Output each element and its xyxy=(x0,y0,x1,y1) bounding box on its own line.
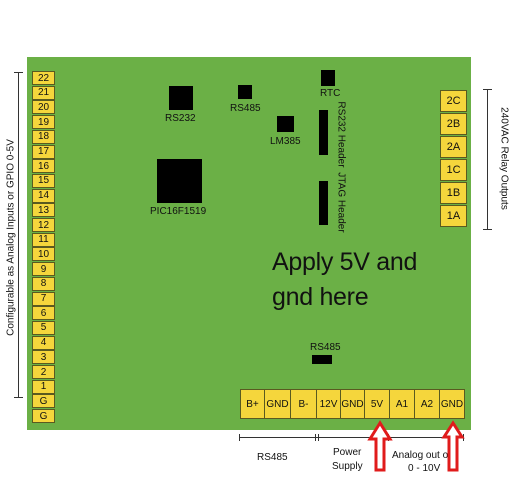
bottom-pin: GND xyxy=(340,389,365,419)
left-pin: 2 xyxy=(32,365,55,379)
left-pin: 3 xyxy=(32,350,55,365)
instruction-line-2: gnd here xyxy=(272,283,369,311)
left-pin: 9 xyxy=(32,262,55,277)
bottom-group-tick-1 xyxy=(239,434,240,441)
left-pin: 17 xyxy=(32,144,55,159)
left-pin: 7 xyxy=(32,291,55,306)
rs485-mid-label: RS485 xyxy=(310,342,341,353)
relay-pin: 1A xyxy=(440,205,467,227)
left-pin: 22 xyxy=(32,71,55,85)
left-pin: 18 xyxy=(32,129,55,144)
left-pin: 5 xyxy=(32,320,55,335)
lm385-label: LM385 xyxy=(270,136,301,147)
relay-pin: 1C xyxy=(440,159,467,181)
left-pin: 19 xyxy=(32,115,55,130)
instruction-line-1: Apply 5V and xyxy=(272,248,418,276)
rs232-header-connector xyxy=(319,110,328,155)
left-pin: 16 xyxy=(32,159,55,174)
power-group-label-2: Supply xyxy=(332,461,363,472)
rs485-top-label: RS485 xyxy=(230,103,261,114)
relay-pin: 2A xyxy=(440,136,467,158)
rtc-chip xyxy=(321,70,335,86)
pic-label: PIC16F1519 xyxy=(150,206,207,217)
rs232-label: RS232 xyxy=(165,113,196,124)
left-bracket-top xyxy=(14,72,23,73)
analog-group-label-2: 0 - 10V xyxy=(408,463,441,474)
left-pin: 10 xyxy=(32,247,55,262)
rtc-label: RTC xyxy=(320,88,341,99)
circuit-board xyxy=(27,57,471,430)
left-pin: 15 xyxy=(32,173,55,188)
right-bracket-bottom xyxy=(483,229,492,230)
left-pin: 13 xyxy=(32,203,55,218)
pic-microcontroller-chip xyxy=(157,159,202,203)
power-group-label-1: Power xyxy=(333,447,362,458)
rs485-group-label: RS485 xyxy=(257,452,288,463)
left-pin: 8 xyxy=(32,276,55,291)
left-pin: 6 xyxy=(32,306,55,321)
lm385-chip xyxy=(277,116,294,132)
left-pin: 14 xyxy=(32,188,55,203)
left-bracket-line xyxy=(18,72,19,398)
left-pin: 12 xyxy=(32,218,55,232)
bottom-pin: GND xyxy=(439,389,465,419)
relay-pin: 2C xyxy=(440,90,467,112)
bottom-group-tick-3 xyxy=(318,434,319,441)
left-pin: 21 xyxy=(32,85,55,100)
bottom-group-line xyxy=(239,437,464,438)
left-pin: 20 xyxy=(32,100,55,115)
left-pin: 1 xyxy=(32,379,55,394)
left-pin: 11 xyxy=(32,232,55,247)
rs485-mid-chip xyxy=(312,355,332,364)
left-pin: G xyxy=(32,394,55,409)
rs232-chip xyxy=(169,86,193,110)
right-bracket-line xyxy=(487,89,488,230)
bottom-group-tick-2 xyxy=(315,434,316,441)
jtag-header-connector xyxy=(319,181,328,225)
rs485-top-chip xyxy=(238,85,252,99)
relay-pin: 2B xyxy=(440,113,467,135)
analog-group-label-1: Analog out out xyxy=(392,450,457,461)
right-bracket-top xyxy=(483,89,492,90)
left-bracket-bottom xyxy=(14,397,23,398)
arrow-gnd-icon xyxy=(441,420,465,472)
left-pin: 4 xyxy=(32,335,55,350)
relay-pin: 1B xyxy=(440,182,467,204)
arrow-5v-icon xyxy=(367,420,393,472)
left-pin: G xyxy=(32,409,55,424)
